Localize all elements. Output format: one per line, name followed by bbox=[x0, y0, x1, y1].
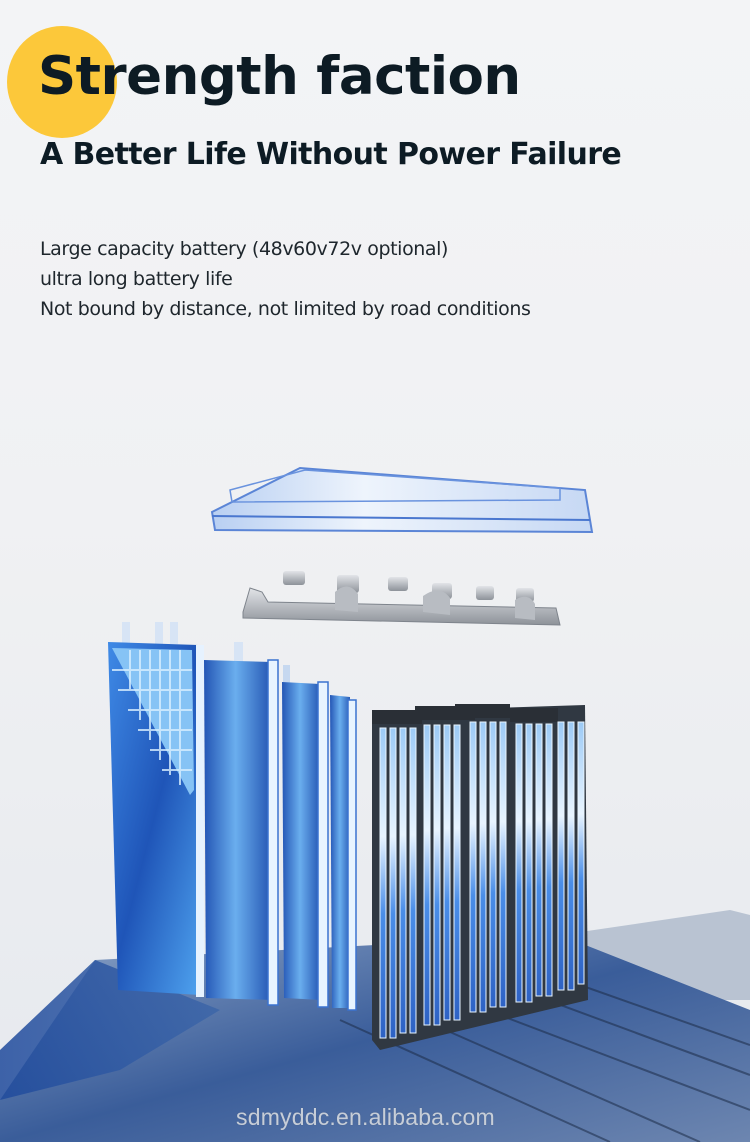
terminal-connectors bbox=[242, 571, 561, 626]
battery-cell-cutaway bbox=[108, 622, 204, 997]
page-subtitle: A Better Life Without Power Failure bbox=[40, 137, 622, 172]
battery-cell bbox=[282, 665, 357, 1011]
feature-item: Large capacity battery (48v60v72v option… bbox=[40, 238, 449, 260]
page-title: Strength faction bbox=[38, 46, 521, 107]
yellow-accent-circle bbox=[7, 26, 117, 138]
top-cover-plate bbox=[210, 466, 594, 534]
watermark: sdmyddc.en.alibaba.com bbox=[236, 1104, 495, 1130]
feature-list: Large capacity battery (48v60v72v option… bbox=[40, 236, 531, 326]
battery-pack-illustration bbox=[0, 466, 750, 1142]
battery-cell bbox=[204, 642, 279, 1006]
feature-item: ultra long battery life bbox=[40, 268, 233, 290]
feature-item: Not bound by distance, not limited by ro… bbox=[40, 298, 531, 320]
finned-cell-stack bbox=[372, 704, 588, 1050]
